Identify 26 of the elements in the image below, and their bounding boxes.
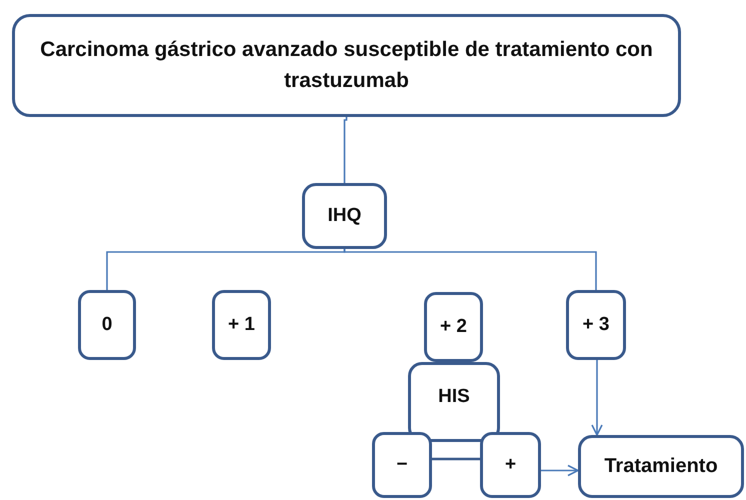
connector-line — [344, 117, 348, 183]
box-label: + 2 — [440, 315, 467, 340]
rounded-box — [78, 290, 136, 360]
connector-line — [432, 458, 480, 460]
box-label: − — [396, 453, 408, 478]
box-label: IHQ — [328, 204, 362, 228]
arrow — [591, 360, 603, 436]
arrow — [541, 464, 579, 476]
box-label: HIS — [438, 385, 470, 409]
rounded-box — [578, 435, 744, 498]
rounded-box — [212, 290, 271, 360]
box-label: + — [504, 453, 516, 478]
rounded-box — [408, 362, 500, 442]
rounded-box — [12, 14, 681, 117]
box-label: Carcinoma gástrico avanzado susceptible de tratamiento con trastuzumab — [39, 37, 654, 94]
rounded-box — [424, 292, 483, 362]
box-label: 0 — [102, 313, 112, 338]
rounded-box — [480, 432, 541, 498]
rounded-box — [566, 290, 626, 360]
box-label: Tratamiento — [604, 454, 718, 479]
rounded-box — [372, 432, 432, 498]
rounded-box — [302, 183, 387, 249]
box-label: + 3 — [582, 313, 610, 338]
connector-line — [106, 249, 346, 290]
box-label: + 1 — [228, 313, 255, 338]
connector-line — [344, 248, 597, 290]
